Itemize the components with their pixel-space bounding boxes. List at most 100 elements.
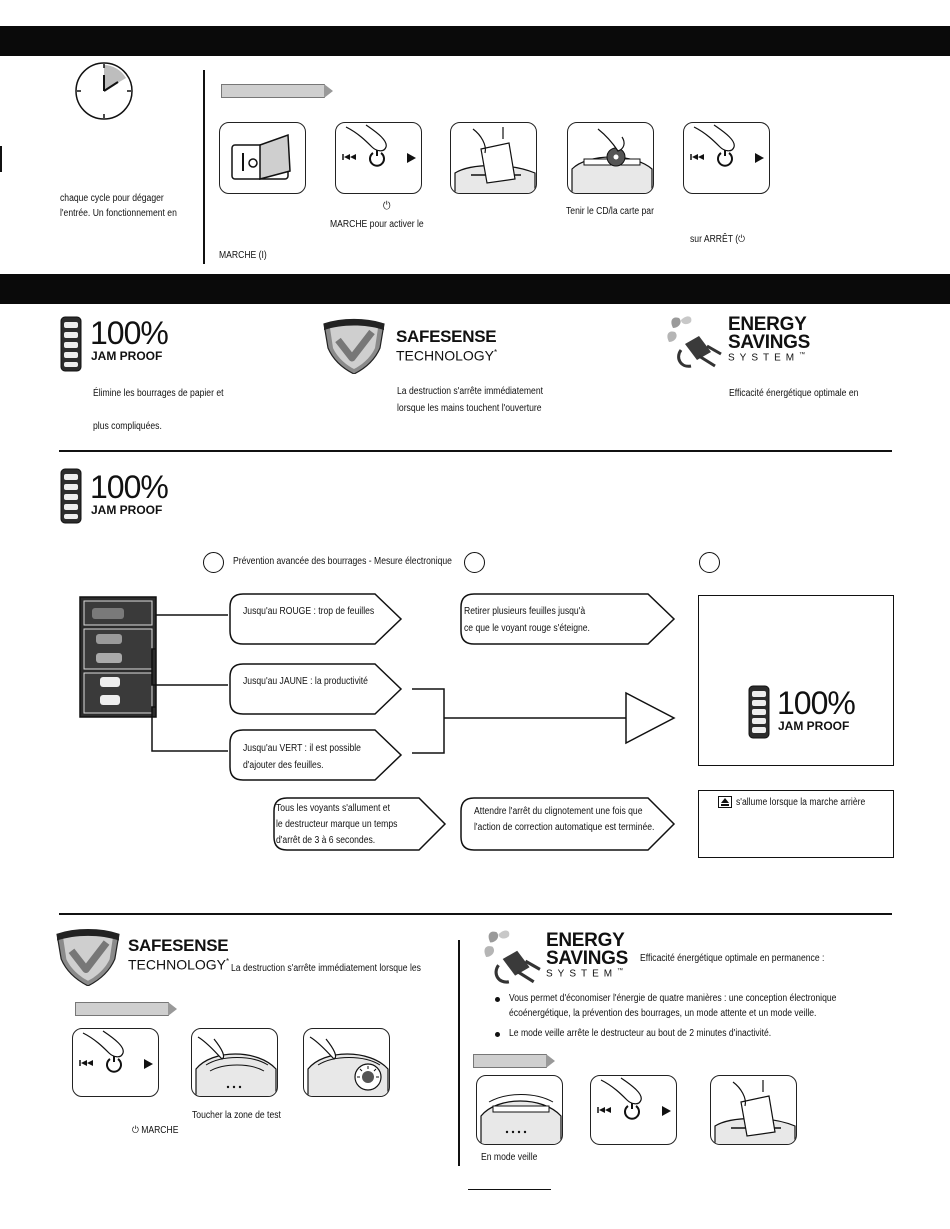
touch-test-text: Toucher la zone de test bbox=[192, 1110, 281, 1121]
bottom-energy-intro: Efficacité énergétique optimale en perma… bbox=[640, 953, 825, 964]
panel-bottom-insert bbox=[710, 1075, 797, 1145]
bottom-energy-name-2: SAVINGS bbox=[546, 948, 629, 969]
energy-name-2: SAVINGS bbox=[728, 332, 811, 353]
bottom-safesense-tech: TECHNOLOGY* bbox=[128, 954, 229, 973]
sur-arret-text: sur ARRÊT (⏻ bbox=[690, 234, 745, 245]
bottom-right-arrow-tag bbox=[473, 1054, 555, 1068]
bottom-energy-tm: ™ bbox=[617, 968, 624, 974]
safesense-name: SAFESENSE bbox=[396, 327, 497, 346]
panel-bottom-power-2 bbox=[590, 1075, 677, 1145]
energy-plug-icon-2 bbox=[484, 930, 541, 984]
callout-yellow bbox=[229, 663, 403, 715]
callout-green bbox=[229, 729, 403, 781]
step-a-title: Prévention avancée des bourrages - Mesur… bbox=[233, 556, 452, 567]
bottom-safesense-tech-text: TECHNOLOGY bbox=[128, 956, 227, 973]
step-circle-a bbox=[203, 552, 224, 573]
panel-insert-paper bbox=[450, 122, 537, 194]
panel-power-switch bbox=[219, 122, 306, 194]
energy-name-3-text: SYSTEM bbox=[728, 352, 800, 364]
cycle-text-line1: chaque cycle pour dégager bbox=[60, 193, 164, 204]
touch-zone-icon bbox=[195, 1036, 277, 1096]
bottom-left-arrow-tag bbox=[75, 1002, 177, 1016]
jam-meter-icon-3 bbox=[748, 685, 770, 739]
panel-insert-cd bbox=[567, 122, 654, 194]
bottom-marche-text: ⏻ MARCHE bbox=[132, 1125, 179, 1136]
bullet-1-line1: Vous permet d'économiser l'énergie de qu… bbox=[509, 993, 837, 1004]
safesense-reg: * bbox=[494, 348, 498, 357]
callout-all-text-2: le destructeur marque un temps bbox=[276, 819, 398, 830]
insert-paper-icon bbox=[454, 127, 536, 193]
clock-icon bbox=[75, 62, 133, 120]
insert-paper-icon-2 bbox=[714, 1080, 796, 1144]
sleep-mode-text: En mode veille bbox=[481, 1152, 538, 1163]
bullet-dot-1 bbox=[495, 997, 500, 1002]
callout-yellow-text: Jusqu'au JAUNE : la productivité bbox=[243, 676, 368, 687]
bullet-1-line2: écoénergétique, la prévention des bourra… bbox=[509, 1008, 817, 1019]
jam-proof-desc-2: plus compliquées. bbox=[93, 421, 162, 432]
safesense-desc-2: lorsque les mains touchent l'ouverture bbox=[397, 403, 542, 414]
marche-activer-text: MARCHE pour activer le bbox=[330, 219, 424, 230]
callout-all bbox=[273, 797, 447, 851]
panel-sleep-mode bbox=[476, 1075, 563, 1145]
reverse-icon bbox=[718, 796, 732, 808]
callout-remove-text-2: ce que le voyant rouge s'éteigne. bbox=[464, 623, 590, 634]
jam-meter-icon-2 bbox=[60, 468, 82, 524]
bottom-energy-name-3: SYSTEM™ bbox=[546, 968, 623, 979]
step-arrow-tag bbox=[221, 84, 333, 98]
insert-cd-icon bbox=[571, 128, 653, 193]
power-switch-icon bbox=[231, 133, 291, 180]
safesense-shield-icon bbox=[323, 318, 385, 374]
bottom-vertical-divider bbox=[458, 940, 460, 1166]
callout-wait-text-2: l'action de correction automatique est t… bbox=[474, 822, 655, 833]
panel-power-button bbox=[335, 122, 422, 194]
panel-bottom-power bbox=[72, 1028, 159, 1097]
callout-wait bbox=[460, 797, 676, 851]
result-label: JAM PROOF bbox=[778, 719, 850, 733]
finger-power-off-icon bbox=[690, 124, 764, 167]
panel-bottom-touch bbox=[191, 1028, 278, 1097]
callout-remove bbox=[460, 593, 676, 645]
marche-i-text: MARCHE (I) bbox=[219, 250, 267, 261]
bottom-energy-name-3-text: SYSTEM bbox=[546, 968, 618, 980]
safesense-tech-text: TECHNOLOGY bbox=[396, 347, 495, 364]
sensor-light-icon bbox=[307, 1036, 389, 1096]
callout-red bbox=[229, 593, 403, 645]
shredder-sleep-icon bbox=[480, 1094, 562, 1144]
jam-meter-icon bbox=[60, 316, 82, 372]
callout-green-text-1: Jusqu'au VERT : il est possible bbox=[243, 743, 361, 754]
panel-power-off bbox=[683, 122, 770, 194]
energy-name-1: ENERGY bbox=[728, 314, 807, 335]
header-bar-top bbox=[0, 26, 950, 56]
jam-proof-percent: 100% bbox=[90, 315, 169, 351]
footer-rule bbox=[468, 1189, 551, 1190]
safesense-desc-1: La destruction s'arrête immédiatement bbox=[397, 386, 543, 397]
callout-wait-text-1: Attendre l'arrêt du clignotement une foi… bbox=[474, 806, 643, 817]
bottom-safesense-desc: La destruction s'arrête immédiatement lo… bbox=[231, 963, 421, 974]
jam-section-label: JAM PROOF bbox=[91, 503, 163, 517]
bottom-energy-name-1: ENERGY bbox=[546, 930, 625, 951]
vertical-divider bbox=[203, 70, 205, 264]
reverse-text: s'allume lorsque la marche arrière bbox=[736, 797, 866, 808]
callout-remove-text-1: Retirer plusieurs feuilles jusqu'à bbox=[464, 606, 586, 617]
edge-mark bbox=[0, 146, 2, 172]
bullet-2: Le mode veille arrête le destructeur au … bbox=[509, 1028, 772, 1039]
tenir-cd-text: Tenir le CD/la carte par bbox=[566, 206, 654, 217]
bottom-safesense-name: SAFESENSE bbox=[128, 936, 229, 955]
energy-desc: Efficacité énergétique optimale en bbox=[729, 388, 859, 399]
safesense-tech: TECHNOLOGY* bbox=[396, 345, 497, 364]
energy-tm: ™ bbox=[799, 352, 806, 358]
bullet-dot-2 bbox=[495, 1032, 500, 1037]
result-percent: 100% bbox=[777, 685, 856, 721]
energy-name-3: SYSTEM™ bbox=[728, 352, 805, 363]
callout-red-text: Jusqu'au ROUGE : trop de feuilles bbox=[243, 606, 375, 617]
reverse-box bbox=[698, 790, 894, 858]
jam-proof-desc-1: Élimine les bourrages de papier et bbox=[93, 388, 224, 399]
callout-all-text-3: d'arrêt de 3 à 6 secondes. bbox=[276, 835, 376, 846]
jam-section-percent: 100% bbox=[90, 469, 169, 505]
finger-power-icon-3 bbox=[597, 1077, 671, 1120]
energy-plug-icon bbox=[667, 316, 722, 368]
result-box bbox=[698, 595, 894, 766]
callout-green-text-2: d'ajouter des feuilles. bbox=[243, 760, 324, 771]
safesense-shield-icon-2 bbox=[56, 929, 120, 986]
finger-power-icon-2 bbox=[79, 1030, 153, 1073]
